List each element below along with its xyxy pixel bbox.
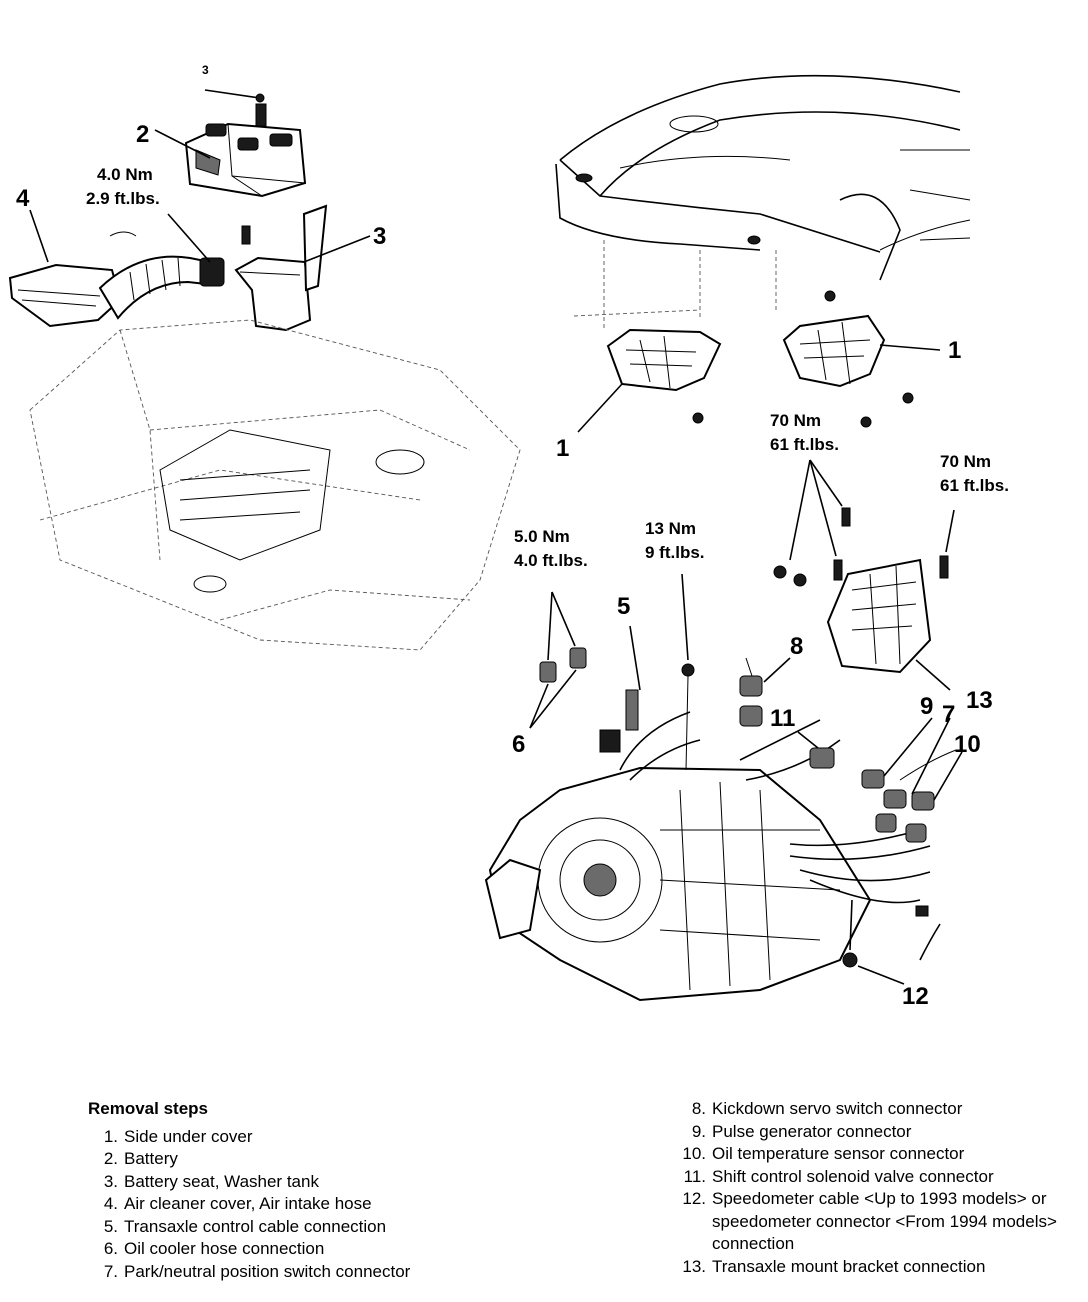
washer-tank-illustration bbox=[234, 204, 328, 332]
step-number: 11. bbox=[683, 1166, 706, 1186]
step-text: Pulse generator connector bbox=[712, 1121, 912, 1141]
step-number: 6. bbox=[103, 1239, 118, 1258]
step-text: Battery bbox=[124, 1149, 178, 1168]
leader-lines bbox=[29, 129, 963, 985]
removal-step: 5. Transaxle control cable connection bbox=[88, 1216, 508, 1239]
step-text: Side under cover bbox=[124, 1126, 253, 1146]
callout-10: 10 bbox=[954, 731, 981, 758]
step-text: Transaxle mount bracket connection bbox=[712, 1256, 986, 1276]
torque-air-cleaner-ftlbs: 2.9 ft.lbs. bbox=[86, 189, 160, 208]
torque-oil-cooler-nm: 5.0 Nm bbox=[514, 527, 570, 546]
callout-2: 2 bbox=[136, 121, 149, 148]
torque-cable-nm: 13 Nm bbox=[645, 519, 696, 538]
callout-13: 13 bbox=[966, 687, 993, 714]
callout-9: 9 bbox=[920, 693, 933, 720]
step-text: Battery seat, Washer tank bbox=[124, 1171, 319, 1191]
torque-oil-cooler-ftlbs: 4.0 ft.lbs. bbox=[514, 551, 588, 570]
callout-7: 7 bbox=[942, 701, 955, 728]
removal-steps-heading: Removal steps bbox=[88, 1099, 208, 1118]
torque-cable-ftlbs: 9 ft.lbs. bbox=[645, 543, 705, 562]
step-number: 10. bbox=[682, 1144, 706, 1163]
torque-mount-nm: 70 Nm bbox=[770, 411, 821, 430]
step-number: 5. bbox=[103, 1216, 118, 1236]
step-text: Oil cooler hose connection bbox=[124, 1239, 325, 1258]
step-number: 4. bbox=[103, 1194, 118, 1213]
removal-steps-right: 8. Kickdown servo switch connector 9. Puls… bbox=[668, 1098, 1080, 1278]
transaxle-illustration bbox=[484, 711, 941, 1002]
side-under-cover-left bbox=[606, 328, 722, 424]
callout-8: 8 bbox=[790, 633, 803, 660]
torque-air-cleaner-nm: 4.0 Nm bbox=[97, 165, 153, 184]
callout-3-small: 3 bbox=[202, 63, 209, 77]
car-body-outline bbox=[555, 74, 971, 330]
battery-illustration bbox=[184, 89, 307, 198]
removal-step: 13. Transaxle mount bracket connection bbox=[668, 1256, 1080, 1279]
side-under-cover-right bbox=[782, 290, 914, 428]
engine-bay-outline bbox=[29, 319, 521, 651]
step-number: 3. bbox=[103, 1171, 118, 1191]
step-text: Oil temperature sensor connector bbox=[712, 1144, 965, 1163]
removal-step: 12. Speedometer cable <Up to 1993 models>… bbox=[668, 1188, 1080, 1256]
removal-step: 7. Park/neutral position switch connector bbox=[88, 1261, 508, 1284]
removal-step: 9. Pulse generator connector bbox=[668, 1121, 1080, 1144]
removal-step: 1. Side under cover bbox=[88, 1126, 508, 1149]
step-text: Speedometer cable <Up to 1993 models> or… bbox=[712, 1189, 1057, 1253]
step-number: 9. bbox=[691, 1121, 706, 1141]
callout-1-right: 1 bbox=[948, 337, 961, 364]
removal-step: 10. Oil temperature sensor connector bbox=[668, 1143, 1080, 1166]
callout-3: 3 bbox=[373, 223, 386, 250]
step-number: 8. bbox=[691, 1099, 706, 1118]
step-text: Shift control solenoid valve connector bbox=[712, 1166, 994, 1186]
removal-step: 4. Air cleaner cover, Air intake hose bbox=[88, 1193, 508, 1216]
removal-step: 3. Battery seat, Washer tank bbox=[88, 1171, 508, 1194]
step-number: 2. bbox=[103, 1149, 118, 1168]
callout-1-left: 1 bbox=[556, 435, 569, 462]
step-number: 12. bbox=[682, 1189, 706, 1208]
step-text: Air cleaner cover, Air intake hose bbox=[124, 1194, 372, 1213]
callout-12: 12 bbox=[902, 983, 929, 1010]
torque-mount-ftlbs: 61 ft.lbs. bbox=[770, 435, 839, 454]
step-text: Transaxle control cable connection bbox=[124, 1216, 387, 1236]
removal-step: 8. Kickdown servo switch connector bbox=[668, 1098, 1080, 1121]
removal-steps-left: Removal steps 1. Side under cover 2. Batte… bbox=[88, 1098, 508, 1283]
step-text: Kickdown servo switch connector bbox=[712, 1099, 963, 1118]
step-number: 13. bbox=[682, 1256, 706, 1276]
removal-step: 6. Oil cooler hose connection bbox=[88, 1238, 508, 1261]
transaxle-mount-bracket bbox=[773, 507, 949, 674]
step-number: 1. bbox=[103, 1126, 118, 1146]
callout-11: 11 bbox=[770, 705, 795, 732]
callout-4: 4 bbox=[16, 185, 30, 212]
step-number: 7. bbox=[103, 1261, 118, 1281]
callout-6: 6 bbox=[512, 731, 525, 758]
connectors bbox=[539, 647, 957, 843]
air-cleaner-illustration bbox=[8, 231, 225, 328]
removal-step: 2. Battery bbox=[88, 1148, 508, 1171]
removal-step: 11. Shift control solenoid valve connecto… bbox=[668, 1166, 1080, 1189]
callout-5: 5 bbox=[617, 593, 630, 620]
torque-bracket-nm: 70 Nm bbox=[940, 452, 991, 471]
torque-bracket-ftlbs: 61 ft.lbs. bbox=[940, 476, 1009, 495]
step-text: Park/neutral position switch connector bbox=[124, 1261, 411, 1281]
